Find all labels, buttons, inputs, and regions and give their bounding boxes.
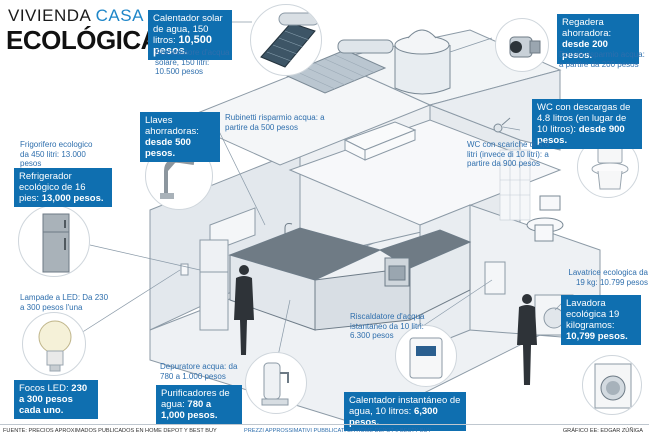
scene-fridge: [199, 239, 229, 331]
toilet-price: desde 900 pesos.: [537, 124, 625, 146]
shower-head-drawing: [493, 117, 511, 133]
shower-head-thumb: [495, 18, 549, 72]
roof-solar-heater: [283, 39, 394, 94]
stove-drawing: [384, 257, 410, 287]
instant-heater-italian: Riscaldatore d'acqua istantaneo da 10 li…: [350, 312, 425, 340]
fridge-label: Refrigerador ecológico de 16 pies: 13,00…: [14, 168, 112, 207]
water-tank: [394, 29, 451, 95]
title-vivienda: VIVIENDA: [8, 6, 91, 25]
washer-italian: Lavatrice ecologica da 19 kg: 10.799 pes…: [568, 268, 648, 287]
washer-thumb: [582, 355, 642, 415]
shower-desc: Regadera ahorradora:: [562, 17, 612, 39]
solar-heater-italian: Riscaldatore d'acqua solare, 150 litri: …: [155, 48, 230, 76]
upstairs-bed: [343, 121, 417, 161]
faucets-label: Llaves ahorradoras: desde 500 pesos.: [140, 112, 220, 162]
faucets-price: desde 500 pesos.: [145, 137, 191, 159]
page-title: VIVIENDA CASA: [8, 6, 144, 26]
bathroom-tiles: [499, 149, 531, 221]
purifier-desc: Purificadores de agua:: [161, 388, 230, 410]
shower-price: desde 200 pesos.: [562, 39, 608, 61]
title-casa: CASA: [95, 6, 144, 25]
purifier-thumb: [245, 352, 307, 414]
solar-heater-price: 10,500 pesos.: [153, 34, 212, 57]
light-switch-drawing: [180, 263, 189, 276]
footer: FUENTE: PRECIOS APROXIMADOS PUBLICADOS E…: [0, 426, 649, 436]
fridge-thumb: [18, 205, 90, 277]
person-laundry: [517, 294, 537, 385]
roof-gable: [428, 69, 561, 151]
instant-heater-thumb: [395, 325, 457, 387]
faucets-italian: Rubinetti risparmio acqua: a partire da …: [225, 113, 325, 132]
title-ecologica: ECOLÓGICA: [6, 25, 159, 55]
kitchen-faucet-drawing: [284, 223, 293, 238]
led-desc: Focos LED:: [19, 383, 72, 394]
led-price: 230 a 300 pesos cada uno.: [19, 383, 88, 416]
instant-heater-price: 6,300 pesos.: [349, 406, 438, 428]
toilet-thumb: [577, 136, 639, 198]
led-bulb-thumb: [22, 312, 86, 376]
fridge-italian: Frigorifero ecologico da 450 litri: 13.0…: [20, 140, 93, 168]
toilet-label: WC con descargas de 4.8 litros (en lugar…: [532, 99, 642, 149]
purifier-label: Purificadores de agua: 780 a 1,000 pesos…: [156, 385, 242, 424]
fridge-price: 13,000 pesos.: [41, 193, 104, 204]
solar-heater-label: Calentador solar de agua, 150 litros: 10…: [148, 10, 232, 60]
led-italian: Lampade a LED: Da 230 a 300 pesos l'una: [20, 293, 109, 312]
shower-label: Regadera ahorradora: desde 200 pesos.: [557, 14, 639, 64]
scene-instant-heater: [484, 261, 506, 295]
solar-heater-thumb: [250, 4, 322, 76]
washer-price: 10,799 pesos.: [566, 331, 628, 342]
faucets-desc: Llaves ahorradoras:: [145, 115, 199, 137]
footer-source-it: PREZZI APPROSSIMATIVI PUBBLICATI DA HOME…: [244, 428, 432, 434]
toilet-italian: WC con scariche di 4,8 litri (invece di …: [467, 140, 550, 168]
instant-heater-desc: Calentador instantáneo de agua, 10 litro…: [349, 395, 461, 417]
washer-desc: Lavadora ecológica 19 kilogramos:: [566, 298, 620, 331]
washer-label: Lavadora ecológica 19 kilogramos: 10,799…: [561, 295, 641, 345]
led-label: Focos LED: 230 a 300 pesos cada uno.: [14, 380, 98, 419]
solar-heater-desc: Calentador solar de agua, 150 litros:: [153, 13, 223, 46]
footer-credit: GRÁFICO EE: EDGAR ZÚÑIGA: [562, 428, 643, 434]
person-kitchen: [234, 265, 254, 355]
purifier-italian: Depuratore acqua: da 780 a 1.000 pesos: [160, 362, 238, 381]
toilet-desc: WC con descargas de 4.8 litros (en lugar…: [537, 102, 631, 135]
toilet-drawing: [526, 195, 564, 242]
footer-rule: [0, 424, 649, 425]
kitchen-counter: [228, 227, 472, 331]
purifier-price: 780 a 1,000 pesos.: [161, 399, 218, 421]
footer-source-es: FUENTE: PRECIOS APROXIMADOS PUBLICADOS E…: [3, 428, 217, 434]
fridge-desc: Refrigerador ecológico de 16 pies:: [19, 171, 86, 204]
shower-italian: Doccia risparmio acqua: a partire da 200…: [559, 50, 645, 69]
